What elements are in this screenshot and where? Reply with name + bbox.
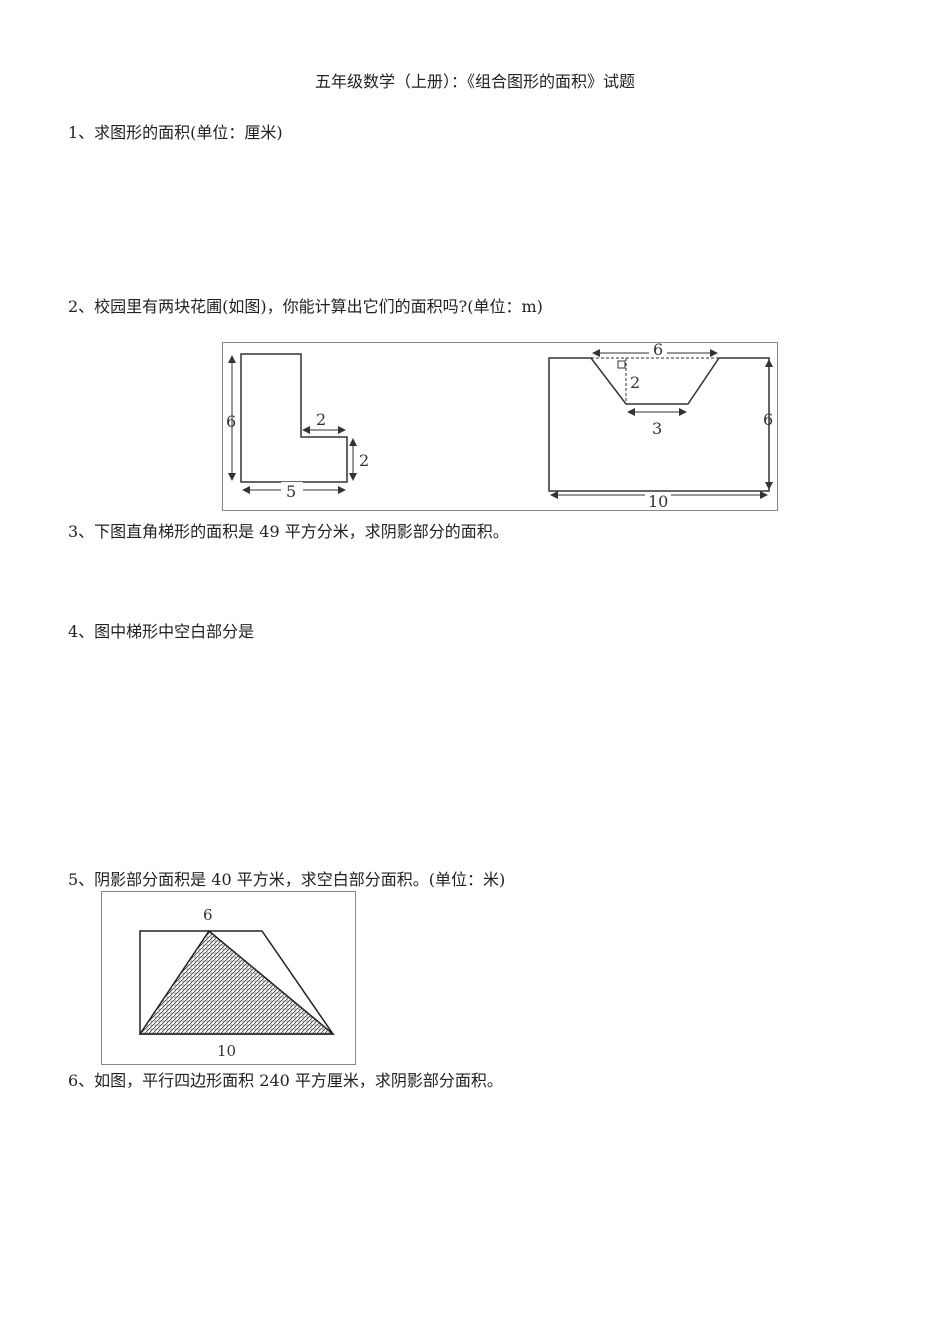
label-height-6: 6 [226,412,236,431]
garden-plots-diagram: 6 2 2 5 6 2 3 6 10 [226,340,773,511]
shaded-triangle [138,929,336,1035]
right-angle-mark [617,360,626,369]
label-base-5: 5 [286,482,296,501]
question-6: 6、如图，平行四边形面积 240 平方厘米，求阴影部分面积。 [68,1071,503,1090]
question-1: 1、求图形的面积(单位：厘米) [68,123,283,142]
label-top-6: 6 [203,906,213,924]
question-5: 5、阴影部分面积是 40 平方米，求空白部分面积。(单位：米) [68,870,506,889]
figure-trapezoid-shaded: 6 10 [101,891,356,1065]
question-4: 4、图中梯形中空白部分是 [68,622,255,641]
label-notch-2: 2 [316,410,326,429]
label-bottom-3: 3 [652,419,662,438]
page-title: 五年级数学（上册）：《组合图形的面积》试题 [314,72,635,91]
trapezoid-diagram: 6 10 [138,906,336,1060]
label-height-right-6: 6 [763,410,773,429]
label-top-6: 6 [653,343,663,359]
label-side-2: 2 [359,451,369,470]
label-depth-2: 2 [630,373,640,392]
question-2: 2、校园里有两块花圃(如图)，你能计算出它们的面积吗?(单位：m) [68,297,543,316]
label-base-10: 10 [217,1042,236,1060]
label-base-10: 10 [648,492,668,510]
l-shape-outline [240,353,348,483]
figure-garden-plots: 6 2 2 5 6 2 3 6 10 [222,340,778,511]
question-3: 3、下图直角梯形的面积是 49 平方分米，求阴影部分的面积。 [68,522,509,541]
